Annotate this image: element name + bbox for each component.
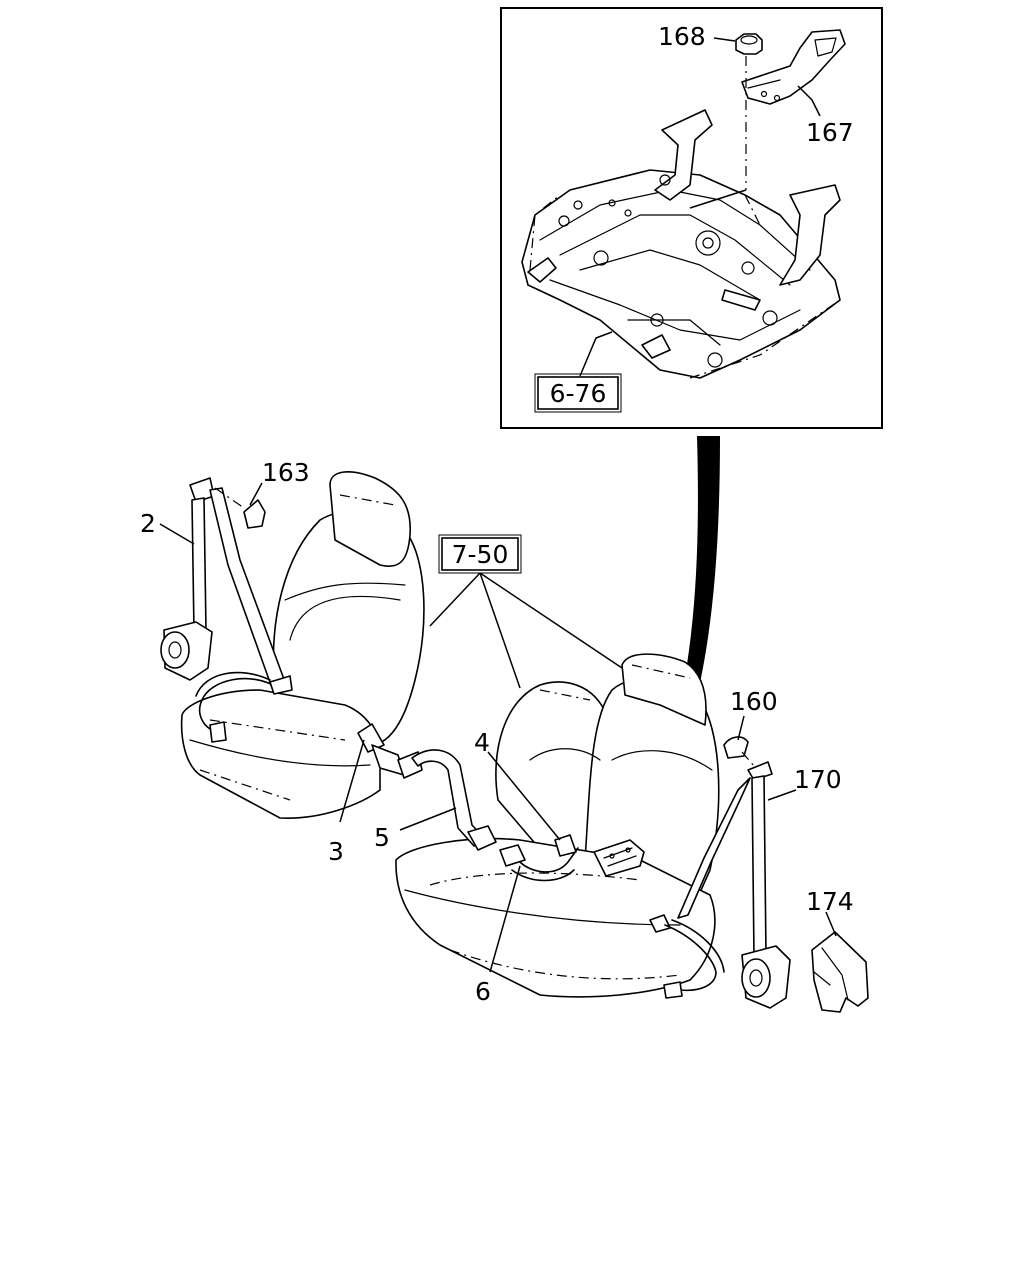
center-buckles-illustration	[357, 723, 645, 882]
inset-detail: 168 167 6-76	[500, 7, 883, 429]
callout-3: 3	[328, 837, 344, 866]
seat-ref-label: 7-50	[452, 540, 509, 569]
nut-168-illustration	[735, 33, 763, 55]
inset-ref-box	[537, 376, 619, 410]
callout-163: 163	[262, 458, 310, 487]
callout-6: 6	[475, 977, 491, 1006]
callout-160: 160	[730, 687, 778, 716]
inset-ref-label: 6-76	[550, 379, 607, 408]
left-seat-illustration	[180, 471, 425, 819]
seat-ref-box	[441, 537, 519, 571]
callout-2: 2	[140, 509, 156, 538]
callout-167: 167	[806, 118, 854, 147]
anchor-plate-167-illustration	[741, 29, 846, 105]
front-belt-2-illustration	[160, 477, 293, 743]
seat-frame-illustration	[521, 109, 841, 379]
cover-174-illustration	[811, 931, 869, 1013]
callout-5: 5	[374, 823, 390, 852]
cover-163-illustration	[243, 499, 266, 529]
callout-4: 4	[474, 728, 490, 757]
callout-170: 170	[794, 765, 842, 794]
rear-belt-170-illustration	[649, 761, 791, 1009]
right-seat-illustration	[395, 653, 720, 998]
callout-168: 168	[658, 22, 706, 51]
callout-174: 174	[806, 887, 854, 916]
